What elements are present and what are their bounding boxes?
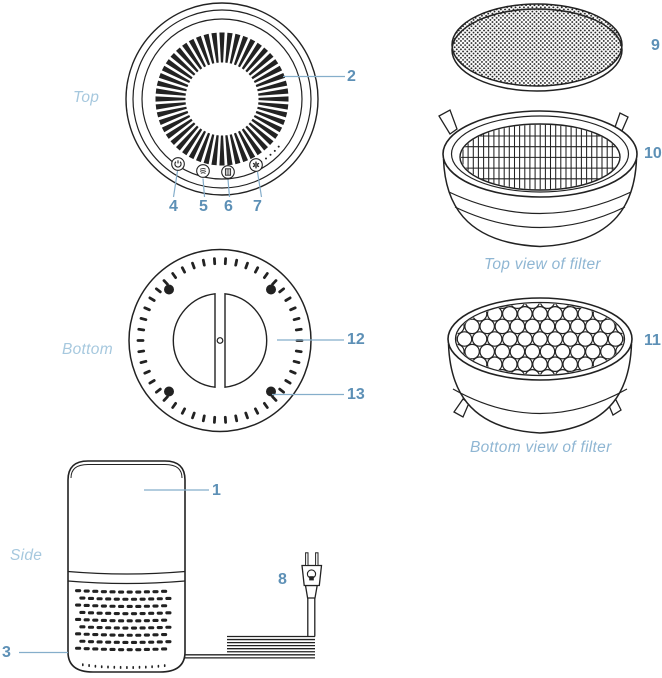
bottom-view-illustration: [128, 248, 312, 433]
plug-body: [301, 564, 323, 587]
air-intake-perforations: [75, 589, 172, 652]
body-seam-upper: [67, 570, 186, 575]
callout-number-7: 7: [253, 198, 262, 215]
callout-number-5: 5: [199, 198, 208, 215]
plug-prong: [305, 552, 309, 566]
wind-mode-icon: [196, 164, 210, 178]
caption-filter-top: Top view of filter: [484, 256, 601, 273]
side-view-illustration: [67, 460, 186, 673]
rubber-foot: [164, 284, 174, 295]
cord-coil: [227, 635, 315, 659]
caption-filter-bottom: Bottom view of filter: [470, 439, 612, 456]
callout-number-12: 12: [347, 331, 365, 348]
filter-tab-left: [438, 109, 458, 135]
callout-number-3: 3: [2, 644, 11, 661]
plug-ground-slot: [309, 576, 314, 581]
door-center-hole: [216, 337, 224, 344]
top-view-illustration: [125, 2, 319, 196]
rubber-foot: [266, 284, 276, 295]
top-inner-ring: [141, 18, 303, 180]
fan-speed-icon: [249, 158, 263, 172]
view-label-side: Side: [10, 547, 43, 564]
plug-neck: [304, 584, 318, 599]
pre-filter-mesh-disc: [451, 3, 623, 92]
callout-number-11: 11: [644, 332, 661, 349]
body-seam-lower: [67, 580, 186, 585]
filter-door-right-half: [224, 293, 268, 388]
top-rim-line: [70, 464, 183, 479]
top-middle-ring: [132, 9, 312, 189]
filter-rim-inner: [454, 301, 626, 377]
plug-prong: [315, 552, 319, 566]
air-inlet-tick-ring: [136, 257, 304, 424]
callout-number-10: 10: [644, 145, 662, 162]
filter-bottom-view-illustration: [447, 297, 633, 434]
filter-reset-icon: [221, 165, 235, 179]
power-cord-illustration: [185, 552, 323, 659]
callout-leader-lines: [19, 75, 345, 654]
callout-number-4: 4: [169, 198, 178, 215]
power-icon: [171, 157, 185, 171]
callout-number-1: 1: [212, 482, 221, 499]
callout-number-6: 6: [224, 198, 233, 215]
top-outer-ring: [125, 2, 319, 196]
callout-number-9: 9: [651, 37, 660, 54]
air-outlet-vent-slats: [155, 32, 289, 166]
callout-number-2: 2: [347, 68, 356, 85]
filter-door-left-half: [172, 293, 216, 388]
callout-number-13: 13: [347, 386, 365, 403]
filter-top-view-illustration: [438, 109, 638, 248]
callout-number-8: 8: [278, 571, 287, 588]
view-label-top: Top: [73, 89, 100, 106]
view-label-bottom: Bottom: [62, 341, 113, 358]
base-edge-ticks: [82, 663, 166, 669]
rubber-foot: [164, 386, 174, 397]
